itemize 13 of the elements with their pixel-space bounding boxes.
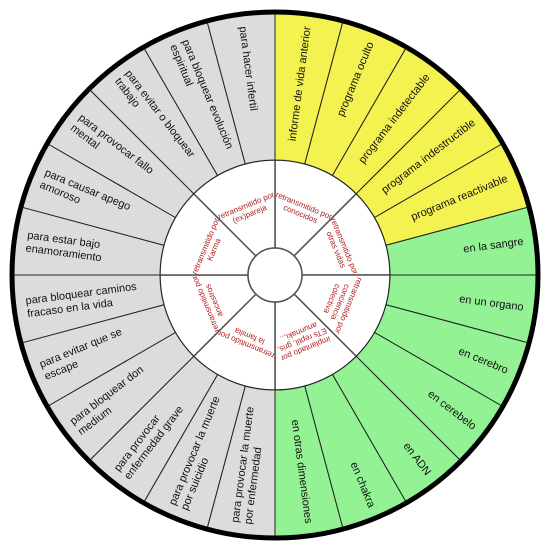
sector-label: para provocar la muerte por enfermedad bbox=[230, 405, 266, 526]
sector-label: en chakra bbox=[346, 458, 377, 510]
sector-label: para hacer infertil bbox=[236, 25, 261, 114]
hub-circle bbox=[247, 247, 303, 303]
sector-label: para estar bajo enamoramiento bbox=[24, 230, 103, 266]
wheel-sector bbox=[275, 386, 344, 538]
sector-label: en cerebro bbox=[455, 344, 510, 377]
sector-label: para bloquear caminos fracaso en la vida bbox=[24, 280, 138, 320]
sector-label: en la sangre bbox=[462, 236, 525, 258]
sector-label: en otras dimensiones bbox=[287, 418, 314, 525]
sector-label: informe de vida anterior bbox=[286, 25, 314, 144]
sector-label: en un organo bbox=[458, 292, 525, 314]
wheel-sector bbox=[386, 275, 538, 344]
